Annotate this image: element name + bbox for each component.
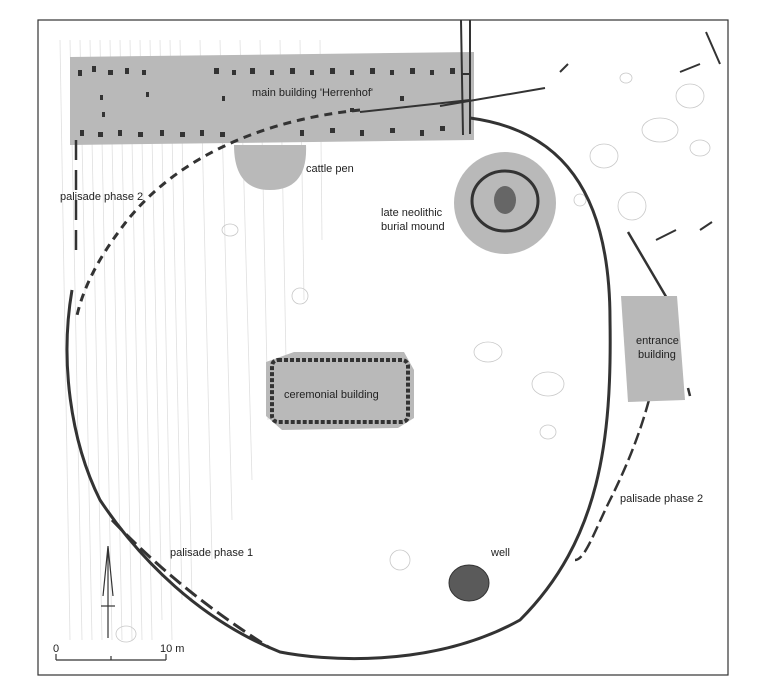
main-building-postholes [78,66,455,137]
main-building-east-walls [359,19,546,136]
background-features [115,72,711,643]
north-arrow-icon [101,545,115,638]
palisade-phase2-east-outer [626,231,692,397]
main-building-area [70,52,474,145]
label-well: well [490,547,510,559]
label-palisade-phase2-left: palisade phase 2 [60,191,143,203]
cattle-pen-area [234,145,307,190]
palisade-phase1-dashed [110,518,271,650]
label-palisade-phase1: palisade phase 1 [170,547,253,559]
entrance-building-area [621,296,685,402]
burial-mound-centre [494,186,516,214]
eastern-ditch-segments [559,31,721,241]
scale-end-label: 10 m [160,643,184,655]
ceremonial-building-walls [270,358,410,424]
burial-mound-ring [470,169,540,233]
palisade-phase1 [65,116,612,661]
label-main-building: main building 'Herrenhof' [252,87,373,99]
label-burial-mound-1: late neolithic [381,207,443,219]
scale-bar [55,654,167,661]
label-entrance-2: building [638,349,676,361]
label-burial-mound-2: burial mound [381,221,445,233]
scale-start-label: 0 [53,643,59,655]
label-palisade-phase2-right: palisade phase 2 [620,493,703,505]
well-feature [448,564,490,602]
label-cattle-pen: cattle pen [306,163,354,175]
palisade-phase2-west [74,108,361,321]
ceremonial-building-area [266,352,414,430]
label-entrance-1: entrance [636,335,679,347]
label-ceremonial-building: ceremonial building [284,389,379,401]
